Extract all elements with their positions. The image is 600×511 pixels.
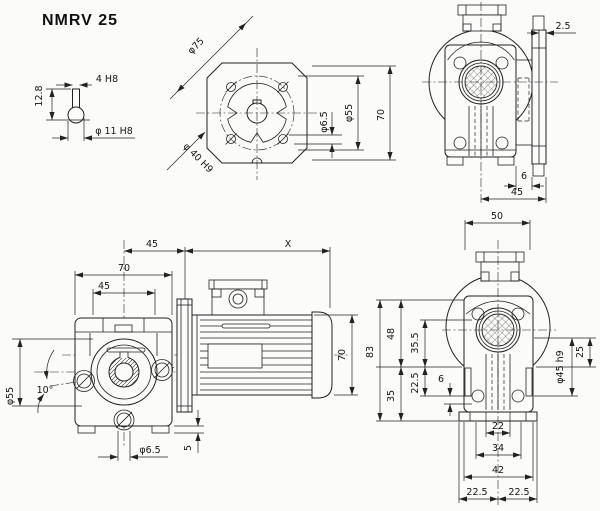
front-view: 10° φ55 45 70 45 φ6.5 5 xyxy=(5,239,348,461)
dim-side-width: 45 xyxy=(511,187,523,198)
motor-side-view: X 70 xyxy=(176,239,358,413)
dim-side-boss: 6 xyxy=(521,171,527,182)
dim-flange-spigot: φ 40 H9 xyxy=(181,141,215,175)
dim-shaft-bore: φ 11 H8 xyxy=(95,126,133,137)
dim-flange-bolt-circle: φ55 xyxy=(344,104,355,122)
output-flange-view: φ75 φ 40 H9 φ6.5 φ55 70 xyxy=(166,15,396,180)
dim-rear-spigot: φ45 h9 xyxy=(555,350,566,383)
dim-front-hole: φ6.5 xyxy=(139,445,160,456)
dim-front-top-width: 45 xyxy=(98,281,110,292)
dim-rear-half-left: 22.5 xyxy=(466,487,487,498)
dim-front-foot: 5 xyxy=(183,445,194,451)
dim-front-boss: φ55 xyxy=(5,387,16,405)
dim-rear-top-width: 50 xyxy=(491,211,503,222)
dim-rear-half-right: 22.5 xyxy=(508,487,529,498)
shaft-keyway-detail-view: 4 H8 12.8 φ 11 H8 xyxy=(34,74,135,141)
dim-flange-outer: φ75 xyxy=(186,36,207,57)
rear-view: 50 83 48 35 35.5 22.5 6 φ45 h9 25 22 xyxy=(365,211,596,505)
dim-front-angle: 10° xyxy=(37,385,54,396)
dim-side-plate-thickness: 2.5 xyxy=(555,21,570,32)
dim-rear-offset: 25 xyxy=(575,346,586,358)
dim-shaft-key-width: 4 H8 xyxy=(96,74,118,85)
dim-shaft-height: 12.8 xyxy=(34,85,45,106)
drawing-title: NMRV 25 xyxy=(42,12,118,29)
dim-flange-hole: φ6.5 xyxy=(319,111,330,132)
dim-motor-length: X xyxy=(285,239,292,250)
dim-rear-upper: 48 xyxy=(386,328,397,340)
dim-flange-height: 70 xyxy=(376,109,387,121)
side-view-top-right: 2.5 6 45 xyxy=(422,2,576,205)
dim-front-center-to-face: 45 xyxy=(146,239,158,250)
dim-rear-lower: 35 xyxy=(386,390,397,402)
dim-rear-small: 6 xyxy=(438,374,444,385)
dim-rear-width-1: 22 xyxy=(492,421,504,432)
dim-motor-height: 70 xyxy=(337,349,348,361)
dim-rear-width-2: 34 xyxy=(492,443,504,454)
dim-rear-lower-inner: 22.5 xyxy=(410,372,421,393)
dim-rear-width-3: 42 xyxy=(492,465,504,476)
dim-front-width: 70 xyxy=(118,263,130,274)
dim-rear-upper-inner: 35.5 xyxy=(410,332,421,353)
dim-rear-total-height: 83 xyxy=(365,346,376,358)
